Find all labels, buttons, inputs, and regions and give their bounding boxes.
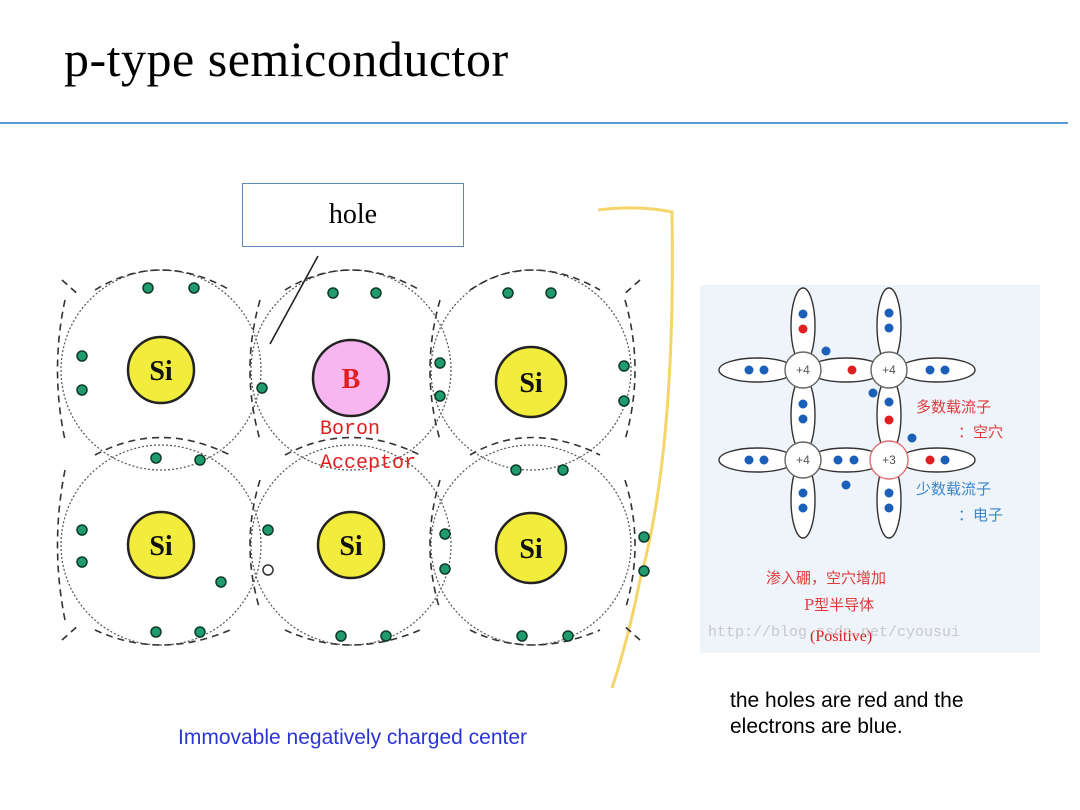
- dashed-bonds: [56, 269, 641, 646]
- page-title: p-type semiconductor: [64, 31, 509, 87]
- caption-right: the holes are red and the electrons are …: [730, 689, 964, 739]
- hole-callout: hole: [242, 183, 464, 247]
- si-atom: [316, 510, 386, 580]
- si-label: Si: [149, 356, 173, 387]
- si-label: Si: [149, 531, 173, 562]
- caption-left: Immovable negatively charged center: [178, 726, 528, 749]
- blue-electrons: [744, 308, 950, 513]
- si-label: Si: [519, 368, 543, 399]
- si-atom: [126, 510, 196, 580]
- charge-label: +4: [796, 453, 810, 467]
- ion-cores: [784, 351, 909, 480]
- charge-label: +4: [882, 363, 896, 377]
- boron-label-line1: Boron: [320, 418, 380, 441]
- watermark: http://blog.csdn.net/cyousui: [708, 624, 960, 641]
- minority-carrier-value: ：电子: [958, 506, 1003, 524]
- charge-label: +3: [882, 453, 896, 467]
- boron-atom: [311, 338, 391, 418]
- hole-label: hole: [328, 199, 378, 230]
- si-atom: [494, 345, 568, 419]
- ptype-text: P型半导体: [804, 596, 874, 614]
- yellow-arc: [597, 206, 674, 689]
- hole-marker: [262, 564, 274, 576]
- minority-carrier-label: 少数载流子: [916, 480, 991, 498]
- boron-symbol: B: [342, 364, 361, 395]
- hole-pointer: [269, 255, 319, 345]
- si-atom: [126, 335, 196, 405]
- si-label: Si: [339, 531, 363, 562]
- boron-label-line2: Acceptor: [320, 452, 416, 475]
- majority-carrier-label: 多数载流子: [916, 398, 991, 416]
- charge-label: +4: [796, 363, 810, 377]
- positive-text: (Positive): [810, 628, 872, 645]
- title-divider: [0, 122, 1068, 124]
- valence-electrons: [76, 282, 650, 642]
- bond-ellipses: [718, 287, 976, 539]
- si-label: Si: [519, 534, 543, 565]
- doping-text: 渗入硼，空穴增加: [766, 569, 886, 587]
- majority-carrier-value: ：空穴: [958, 423, 1003, 441]
- red-holes: [798, 324, 935, 465]
- si-atom: [494, 511, 568, 585]
